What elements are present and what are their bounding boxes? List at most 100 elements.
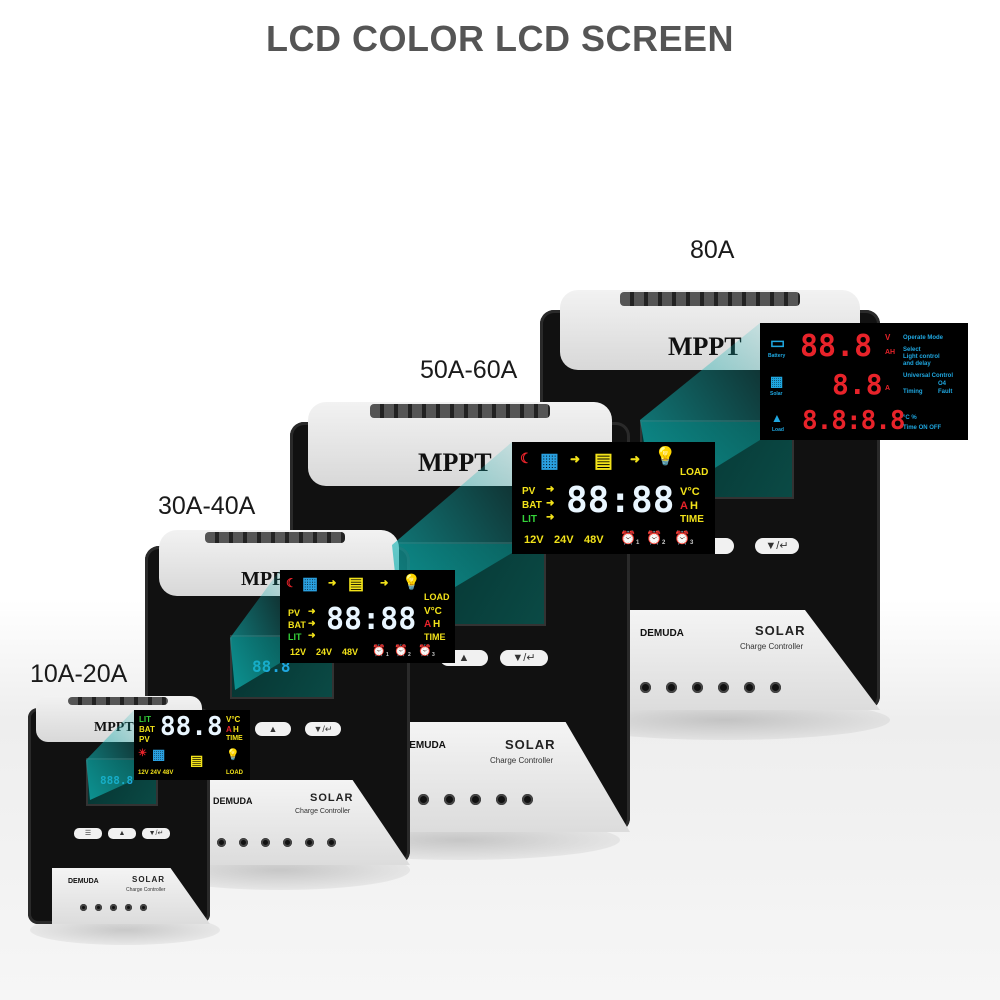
mode-line-2: Select bbox=[903, 347, 921, 353]
voltage-48v: 48V bbox=[342, 647, 359, 657]
product-subtitle: Charge Controller bbox=[126, 887, 166, 893]
pv-label: PV bbox=[522, 486, 536, 497]
lcd-digits: 88:88 bbox=[566, 480, 675, 521]
load-icon: ▲ bbox=[771, 411, 783, 425]
up-button[interactable]: ▲ bbox=[108, 828, 136, 839]
vent-grille bbox=[620, 292, 800, 306]
mode-button[interactable]: ▼/↵ bbox=[500, 650, 548, 666]
lcd-digits-mini: 888.8 bbox=[100, 774, 134, 787]
mode-line-5: Universal Control bbox=[903, 373, 954, 379]
arrow-icon: ➜ bbox=[308, 630, 316, 640]
lcd-digits: 88:88 bbox=[326, 602, 417, 637]
model-label-80a: 80A bbox=[690, 236, 735, 264]
solar-panel-icon: ▦ bbox=[302, 574, 319, 593]
battery-icon-label: Battery bbox=[768, 353, 786, 359]
maker-logo: DEMUDA bbox=[68, 878, 99, 885]
product-subtitle: Charge Controller bbox=[740, 642, 804, 651]
mode-line-1: Operate Mode bbox=[903, 335, 944, 341]
alarm-clock-icon: ⏰ bbox=[620, 530, 637, 545]
maker-logo: DEMUDA bbox=[640, 628, 684, 639]
voltage-48v: 48V bbox=[584, 534, 604, 546]
terminal-hole bbox=[666, 682, 677, 693]
terminal-hole bbox=[239, 838, 248, 847]
terminal-hole bbox=[217, 838, 226, 847]
battery-icon: ▤ bbox=[190, 752, 204, 768]
pv-label: PV bbox=[139, 735, 150, 744]
load-icon-label: Load bbox=[772, 427, 784, 433]
lcd-callout-80a: ▭ Battery 88.8 V AH ▦ Solar 8.8 A ▲ Load… bbox=[760, 323, 968, 440]
solar-icon-label: Solar bbox=[770, 391, 783, 397]
solar-label: SOLAR bbox=[310, 792, 354, 804]
terminal-hole bbox=[80, 904, 87, 911]
arrow-icon: ➜ bbox=[546, 498, 555, 509]
voltage-labels: 12V 24V 48V bbox=[138, 770, 174, 776]
bulb-icon: 💡 bbox=[402, 574, 421, 591]
load-label: LOAD bbox=[680, 467, 709, 478]
moon-icon: ☾ bbox=[520, 450, 533, 466]
load-label: LOAD bbox=[424, 592, 450, 602]
up-button[interactable]: ▲ bbox=[255, 722, 291, 736]
lcd-row2-value: 8.8 bbox=[832, 368, 883, 401]
mode-button[interactable]: ▼/↵ bbox=[142, 828, 170, 839]
alarm-clock-icon: ⏰ bbox=[394, 645, 408, 657]
model-label-50a-60a: 50A-60A bbox=[420, 356, 518, 384]
vent-grille bbox=[205, 532, 345, 543]
page-title: LCD COLOR LCD SCREEN bbox=[266, 18, 734, 59]
alarm-clock-icon: ⏰ bbox=[646, 530, 663, 545]
unit-ah: AH bbox=[885, 349, 896, 356]
terminal-hole bbox=[418, 794, 429, 805]
arrow-icon: ➜ bbox=[570, 452, 581, 466]
terminal-hole bbox=[283, 838, 292, 847]
maker-logo: DEMUDA bbox=[213, 796, 253, 806]
mode-button[interactable]: ▼/↵ bbox=[755, 538, 799, 554]
terminal-hole bbox=[95, 904, 102, 911]
bulb-icon: 💡 bbox=[654, 446, 677, 466]
vent-grille bbox=[68, 697, 168, 705]
arrow-icon: ➜ bbox=[308, 618, 316, 628]
terminal-hole bbox=[140, 904, 147, 911]
terminal-hole bbox=[261, 838, 270, 847]
alarm-clock-icon: ⏰ bbox=[674, 530, 691, 545]
terminal-hole bbox=[125, 904, 132, 911]
unit-vc: V°C bbox=[680, 486, 700, 498]
battery-icon: ▤ bbox=[594, 450, 613, 472]
solar-panel-icon: ▦ bbox=[152, 746, 166, 762]
voltage-24v: 24V bbox=[554, 534, 574, 546]
alarm-1: 1 bbox=[386, 652, 389, 658]
terminal-hole bbox=[692, 682, 703, 693]
mode-button[interactable]: ▼/↵ bbox=[305, 722, 341, 736]
terminal-hole bbox=[444, 794, 455, 805]
sun-icon: ☀ bbox=[138, 748, 147, 759]
bat-label: BAT bbox=[522, 500, 542, 511]
menu-button[interactable]: ☰ bbox=[74, 828, 102, 839]
brand-mppt: MPPT bbox=[94, 720, 134, 735]
terminal-hole bbox=[305, 838, 314, 847]
vent-grille bbox=[370, 404, 550, 418]
terminal-hole bbox=[327, 838, 336, 847]
solar-panel-icon: ▦ bbox=[540, 450, 559, 472]
pv-label: PV bbox=[288, 608, 301, 618]
lit-label: LIT bbox=[288, 632, 302, 642]
alarm-3: 3 bbox=[432, 652, 435, 658]
terminal-hole bbox=[744, 682, 755, 693]
voltage-12v: 12V bbox=[290, 647, 307, 657]
load-label: LOAD bbox=[226, 770, 243, 776]
solar-label: SOLAR bbox=[505, 737, 556, 752]
alarm-clock-icon: ⏰ bbox=[372, 645, 386, 657]
mode-extra: O4 bbox=[938, 381, 947, 387]
terminal-hole bbox=[640, 682, 651, 693]
alarm-2: 2 bbox=[408, 652, 411, 658]
arrow-icon: ➜ bbox=[380, 578, 389, 589]
lcd-row3-value: 8.8:8.8 bbox=[802, 406, 906, 436]
unit-c-percent: °C % bbox=[903, 415, 917, 421]
bat-label: BAT bbox=[288, 620, 306, 630]
lcd-callout-30a-40a: ☾ ▦ ➜ ▤ ➜ 💡 LOAD PV BAT LIT ➜ ➜ ➜ 88:88 … bbox=[280, 570, 455, 663]
solar-panel-icon: ▦ bbox=[770, 373, 784, 389]
unit-a: A bbox=[226, 725, 232, 734]
unit-h: H bbox=[233, 725, 239, 734]
arrow-icon: ➜ bbox=[328, 578, 337, 589]
terminal-hole bbox=[470, 794, 481, 805]
alarm-clock-icon: ⏰ bbox=[418, 645, 432, 657]
solar-label: SOLAR bbox=[755, 623, 806, 638]
mode-line-7: Fault bbox=[938, 389, 953, 395]
